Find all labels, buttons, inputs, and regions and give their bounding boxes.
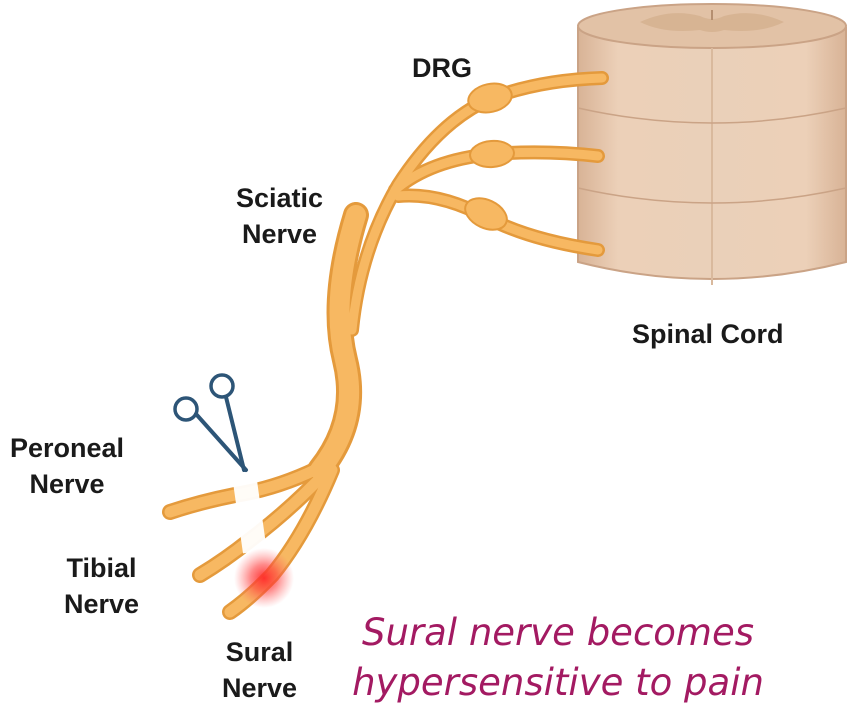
sural-nerve-label: Sural Nerve bbox=[222, 634, 297, 706]
tibial-label-line1: Tibial bbox=[64, 550, 139, 586]
sciatic-label-line1: Sciatic bbox=[236, 180, 323, 216]
peroneal-label-line1: Peroneal bbox=[10, 430, 124, 466]
tibial-nerve-label: Tibial Nerve bbox=[64, 550, 139, 622]
spinal-cord bbox=[578, 4, 846, 285]
annotation-line2: hypersensitive to pain bbox=[338, 658, 778, 708]
sciatic-trunk bbox=[320, 215, 356, 470]
annotation-line1: Sural nerve becomes bbox=[338, 608, 778, 658]
sural-label-line2: Nerve bbox=[222, 670, 297, 706]
sural-label-line1: Sural bbox=[222, 634, 297, 670]
nerves bbox=[170, 78, 602, 612]
peroneal-nerve-label: Peroneal Nerve bbox=[10, 430, 124, 502]
spinal-cord-label: Spinal Cord bbox=[632, 316, 784, 352]
peroneal-label-line2: Nerve bbox=[10, 466, 124, 502]
scissors-icon bbox=[175, 375, 246, 470]
hypersensitivity-annotation: Sural nerve becomes hypersensitive to pa… bbox=[338, 608, 778, 708]
sciatic-nerve-label: Sciatic Nerve bbox=[236, 180, 323, 252]
ganglion-2 bbox=[469, 139, 515, 168]
drg-label: DRG bbox=[412, 50, 472, 86]
sciatic-label-line2: Nerve bbox=[236, 216, 323, 252]
pain-glow bbox=[234, 548, 294, 608]
tibial-label-line2: Nerve bbox=[64, 586, 139, 622]
